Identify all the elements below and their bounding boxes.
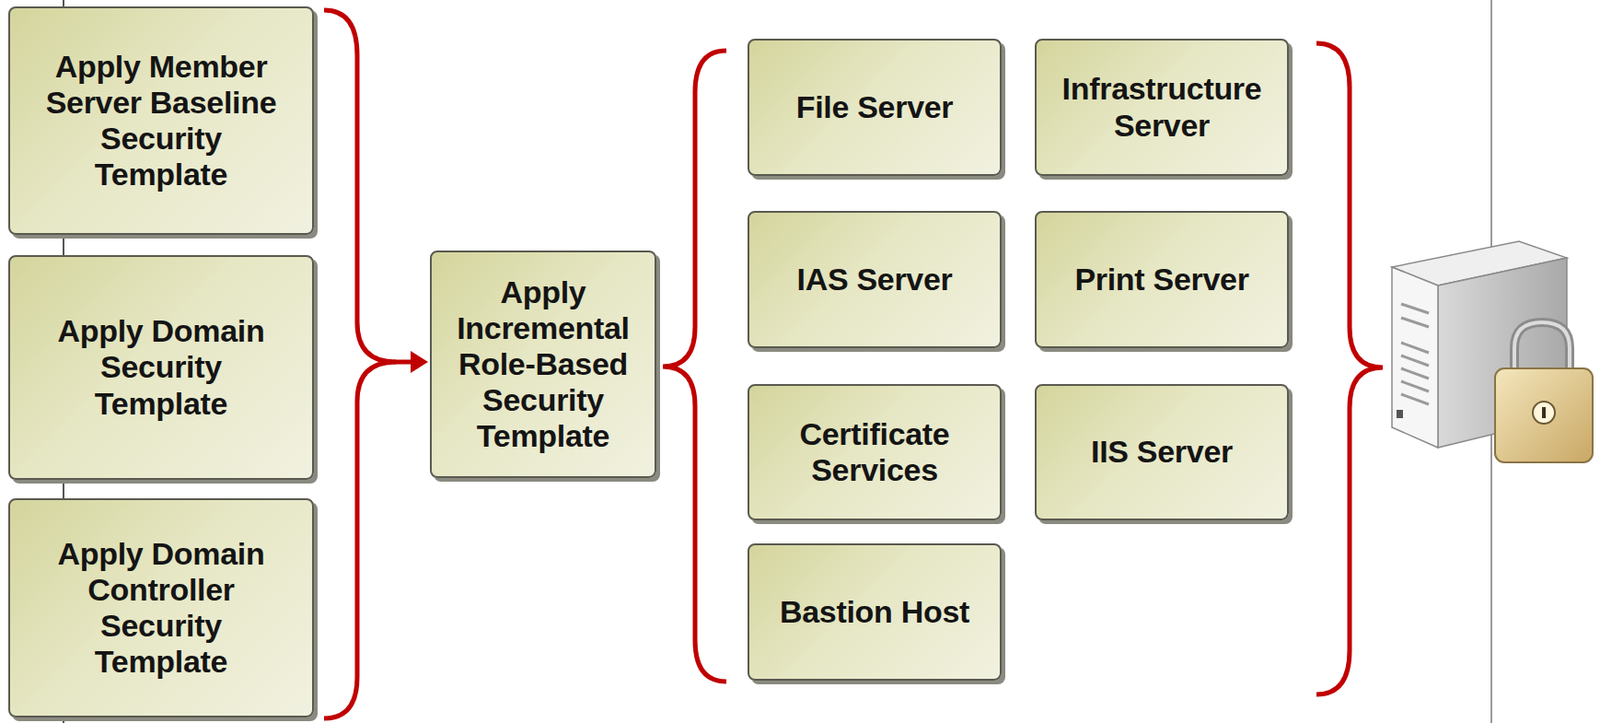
template-box: Apply Member Server Baseline Security Te… (8, 6, 314, 235)
template-box: Bastion Host (747, 543, 1002, 681)
server-icon (1391, 241, 1567, 448)
template-box: IIS Server (1034, 383, 1289, 521)
box-label: Apply Domain Security Template (36, 313, 286, 421)
box-label: Apply Member Server Baseline Security Te… (36, 48, 286, 193)
padlock-icon (1495, 322, 1593, 463)
arrow-head (410, 350, 429, 373)
box-label: Apply Incremental Role-Based Security Te… (441, 274, 645, 454)
template-box: Print Server (1034, 210, 1289, 348)
template-box: Apply Domain Controller Security Templat… (8, 498, 314, 718)
box-label: IAS Server (797, 261, 953, 298)
box-label: Infrastructure Server (1046, 70, 1277, 143)
template-box: File Server (747, 38, 1002, 176)
template-box: Certificate Services (747, 383, 1002, 521)
bracket (324, 10, 396, 719)
box-label: Certificate Services (759, 416, 990, 488)
box-label: Print Server (1074, 261, 1249, 298)
bracket (1316, 43, 1383, 695)
template-box: Apply Incremental Role-Based Security Te… (429, 250, 657, 478)
box-label: File Server (796, 89, 954, 126)
box-label: IIS Server (1090, 433, 1233, 470)
template-box: IAS Server (747, 210, 1002, 348)
template-box: Infrastructure Server (1034, 38, 1289, 176)
template-box: Apply Domain Security Template (8, 255, 314, 480)
box-label: Apply Domain Controller Security Templat… (36, 535, 286, 680)
bracket (662, 50, 727, 682)
box-label: Bastion Host (779, 593, 970, 630)
